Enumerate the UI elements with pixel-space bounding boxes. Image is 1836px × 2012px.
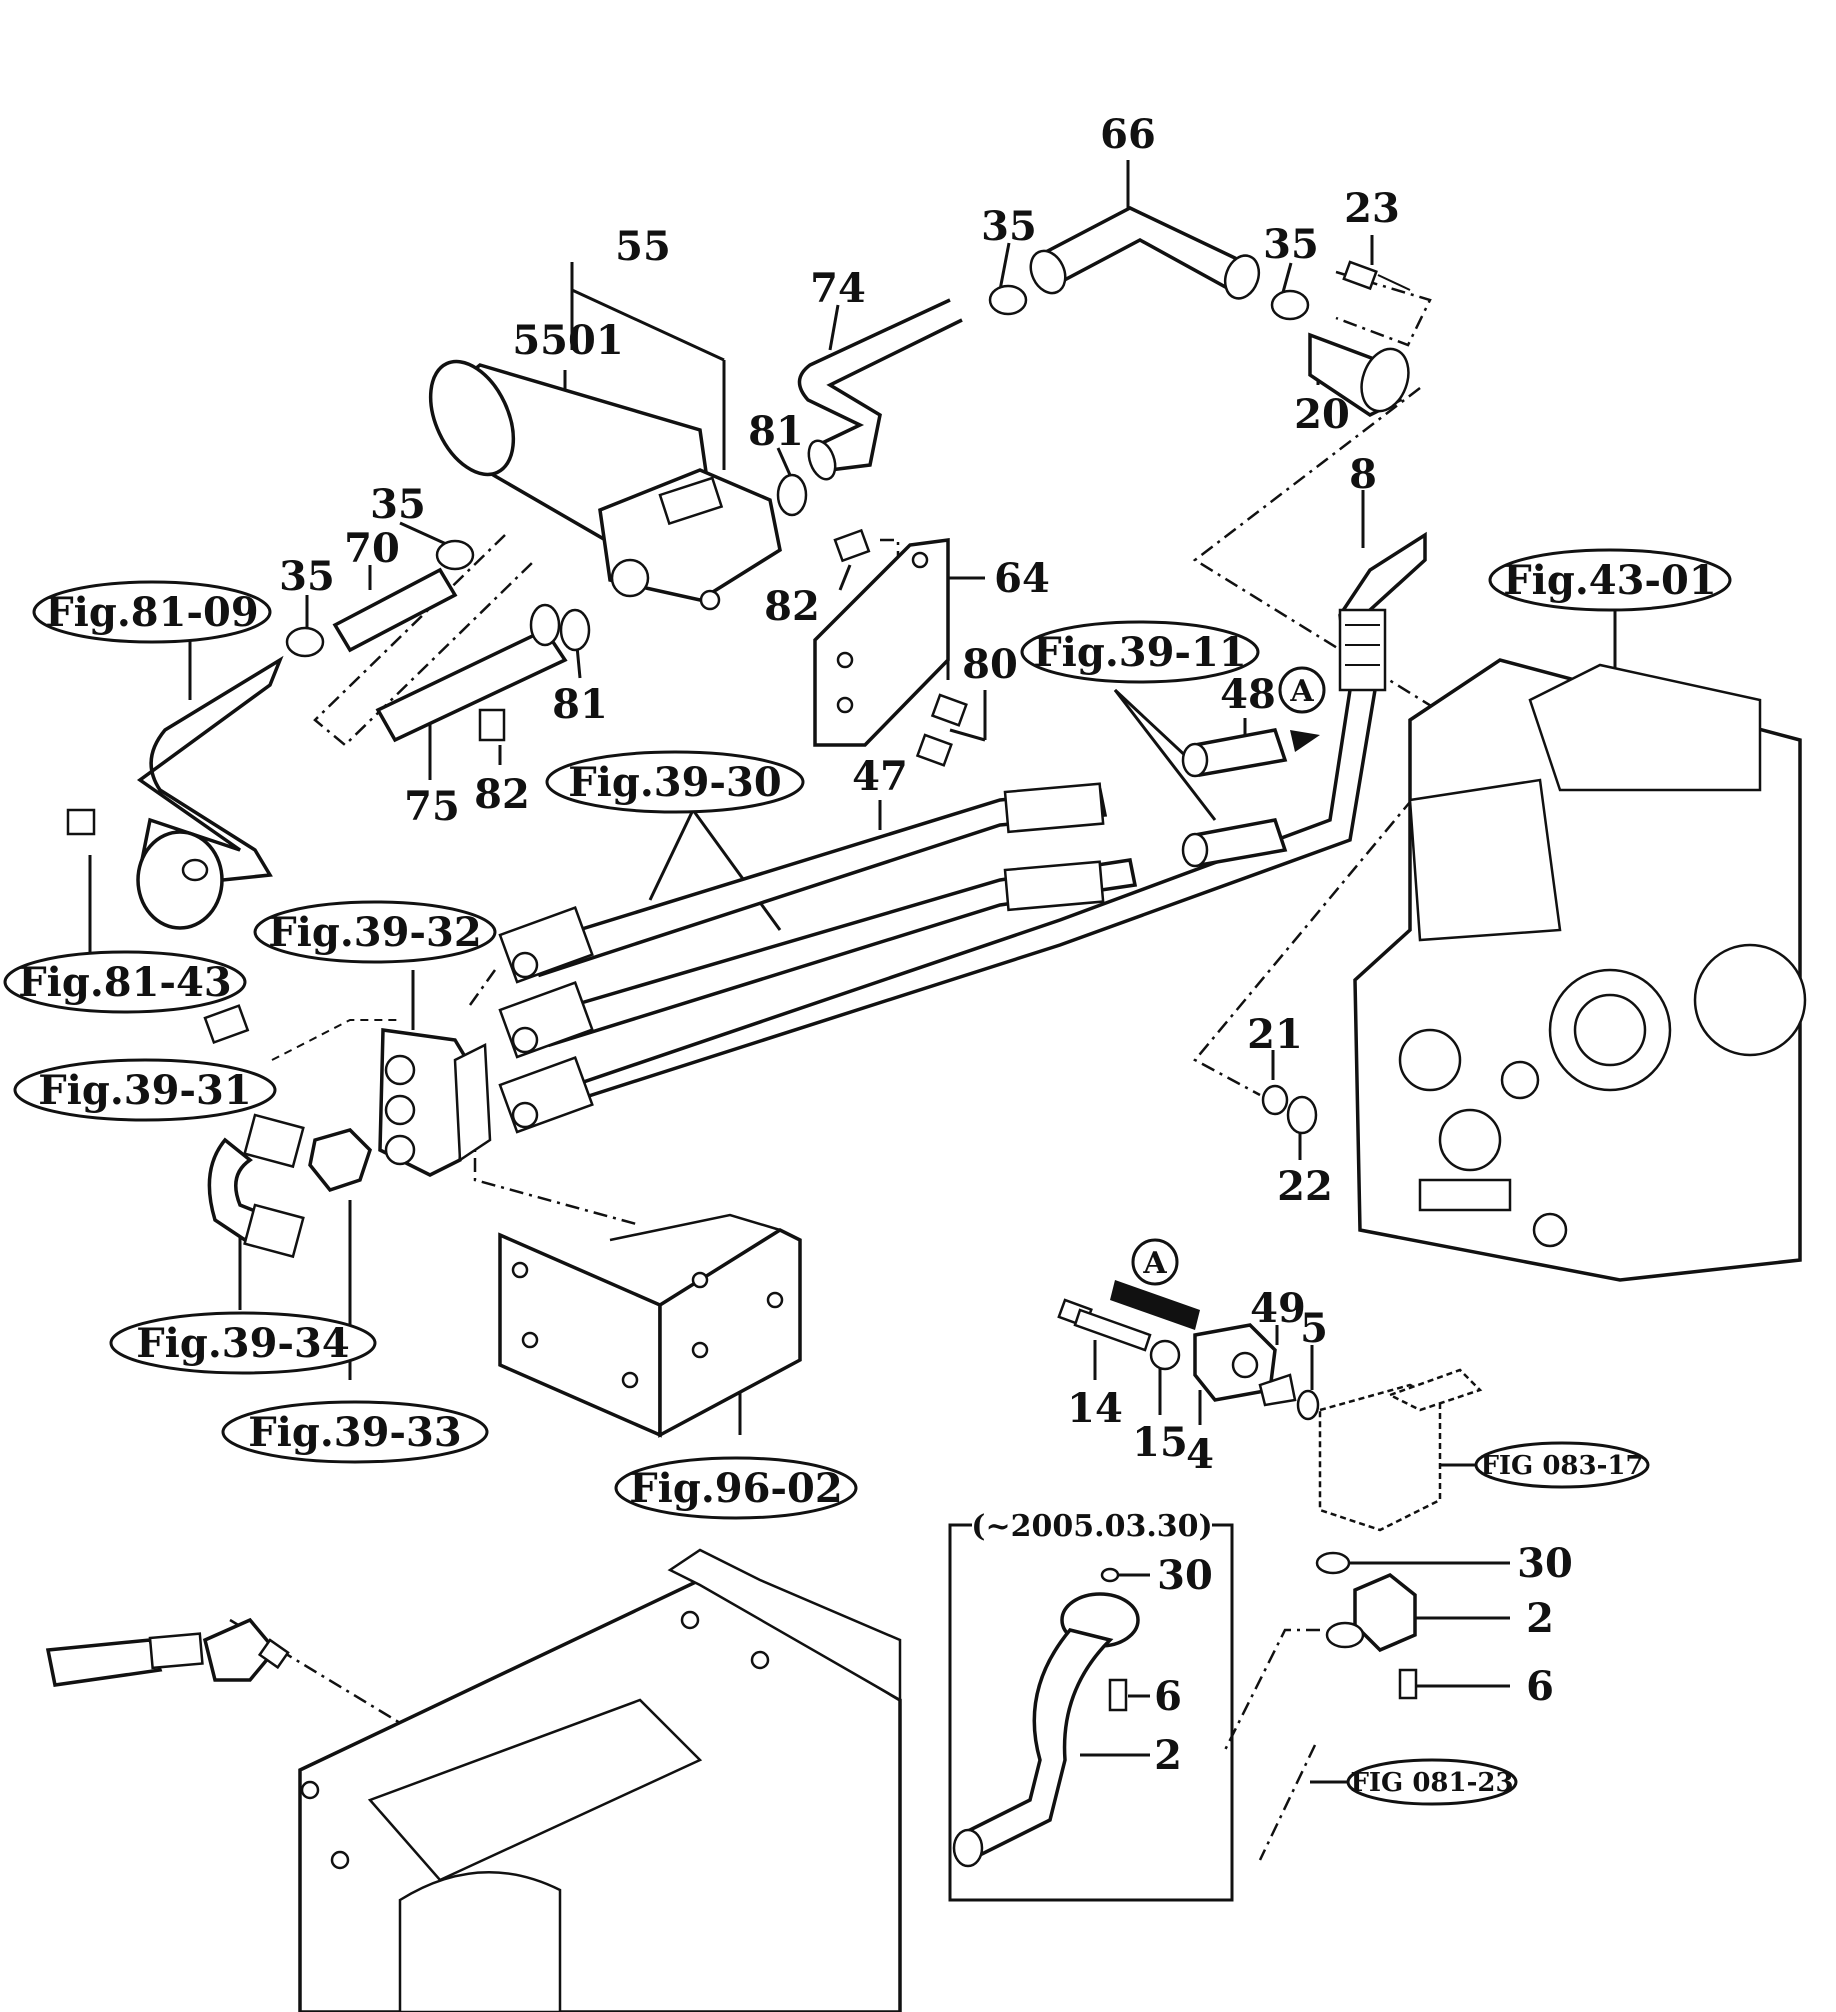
part-label-30-right: 30	[1517, 1540, 1573, 1587]
part-label-35-b: 35	[1263, 221, 1319, 268]
part-label-21: 21	[1247, 1011, 1303, 1058]
ref-fig-39-33[interactable]: Fig.39-33	[221, 1400, 489, 1464]
ref-fig-39-34-label: Fig.39-34	[136, 1320, 349, 1367]
part-label-6-right: 6	[1526, 1663, 1554, 1710]
part-label-75: 75	[404, 783, 460, 830]
part-label-4: 4	[1186, 1431, 1214, 1478]
transmission-housing-fig-43-01	[1353, 658, 1807, 1282]
part-label-47: 47	[852, 753, 908, 800]
hoses-70-75	[285, 539, 591, 743]
callout-a-lower: A	[1131, 1238, 1179, 1286]
part-label-48: 48	[1220, 671, 1276, 718]
ref-fig-39-31-label: Fig.39-31	[38, 1067, 251, 1114]
drawbar-fitting-left	[45, 1617, 290, 1687]
block-4-assembly	[1057, 1280, 1320, 1421]
ref-fig-81-09-label: Fig.81-09	[45, 589, 258, 636]
callout-a-upper: A	[1278, 666, 1326, 714]
part-label-35-d: 35	[279, 553, 335, 600]
figure-references: Fig.81-09 Fig.43-01 Fig.39-11 Fig.39-30 …	[3, 548, 1732, 1806]
adapters-48	[1181, 727, 1320, 868]
bracket-64	[813, 528, 968, 767]
ref-fig-43-01[interactable]: Fig.43-01	[1488, 548, 1732, 612]
ref-fig-39-32-label: Fig.39-32	[268, 909, 481, 956]
part-label-49: 49	[1250, 1285, 1306, 1332]
pipe-fig-81-09	[66, 655, 284, 930]
part-label-2-right: 2	[1526, 1595, 1554, 1642]
part-label-80: 80	[962, 641, 1018, 688]
ref-fig-081-23[interactable]: FIG 081-23	[1346, 1758, 1518, 1806]
ref-fig-39-11-label: Fig.39-11	[1033, 629, 1246, 676]
part-label-22: 22	[1277, 1163, 1333, 1210]
ref-fig-39-30-label: Fig.39-30	[568, 759, 781, 806]
ref-fig-39-31[interactable]: Fig.39-31	[13, 1058, 277, 1122]
part-label-74: 74	[810, 265, 866, 312]
date-note: (~2005.03.30)	[971, 1509, 1212, 1544]
ref-fig-39-33-label: Fig.39-33	[248, 1409, 461, 1456]
ref-fig-96-02[interactable]: Fig.96-02	[614, 1456, 858, 1520]
fitting-20-23	[1308, 260, 1411, 418]
part-label-64: 64	[994, 555, 1050, 602]
part-labels: 66 55 35 35 23 74 5501 20 81 8 35 35 70 …	[279, 111, 1573, 1779]
ref-fig-081-23-label: FIG 081-23	[1350, 1768, 1513, 1798]
bracket-fig-96-02	[498, 1213, 802, 1438]
ref-fig-39-11[interactable]: Fig.39-11	[1020, 620, 1260, 684]
part-label-8: 8	[1349, 451, 1377, 498]
ref-fig-39-32[interactable]: Fig.39-32	[253, 900, 497, 964]
valve-fig-083-17	[1318, 1368, 1483, 1532]
part-label-66: 66	[1100, 111, 1156, 158]
callout-a-lower-label: A	[1142, 1246, 1167, 1281]
part-label-70: 70	[344, 525, 400, 572]
part-label-6-inset: 6	[1154, 1673, 1182, 1720]
rear-housing	[298, 1548, 902, 2012]
callout-a-upper-label: A	[1289, 674, 1314, 709]
ref-fig-39-34[interactable]: Fig.39-34	[109, 1311, 377, 1375]
manifold-fig-39-32	[203, 1004, 492, 1177]
part-label-82-a: 82	[764, 583, 820, 630]
part-label-81-a: 81	[748, 408, 804, 455]
part-label-30-inset: 30	[1157, 1552, 1213, 1599]
part-label-81-b: 81	[552, 681, 608, 728]
ref-fig-81-09[interactable]: Fig.81-09	[32, 580, 272, 644]
ref-fig-81-43[interactable]: Fig.81-43	[3, 950, 247, 1014]
ref-fig-81-43-label: Fig.81-43	[18, 959, 231, 1006]
o-rings-21-22	[1261, 1084, 1318, 1135]
hose-66	[988, 206, 1310, 321]
ref-fig-39-30[interactable]: Fig.39-30	[545, 750, 805, 814]
part-label-35-c: 35	[370, 481, 426, 528]
part-label-5: 5	[1300, 1305, 1328, 1352]
fitting-right-30-2-6	[1315, 1551, 1418, 1700]
part-label-14: 14	[1067, 1385, 1123, 1432]
part-label-5501: 5501	[512, 317, 623, 364]
part-label-2-inset: 2	[1154, 1732, 1182, 1779]
elbow-fig-39-34	[207, 1113, 373, 1259]
part-label-23: 23	[1344, 185, 1400, 232]
ref-fig-083-17[interactable]: FIG 083-17	[1474, 1441, 1650, 1489]
part-label-15: 15	[1132, 1419, 1188, 1466]
part-label-20: 20	[1294, 391, 1350, 438]
filter-assembly-55	[428, 359, 782, 611]
part-label-82-b: 82	[474, 771, 530, 818]
hoses-47	[498, 782, 1138, 1134]
ref-fig-96-02-label: Fig.96-02	[629, 1465, 842, 1512]
part-label-55: 55	[615, 223, 671, 270]
pipe-74	[776, 298, 963, 517]
ref-fig-43-01-label: Fig.43-01	[1503, 557, 1716, 604]
part-label-35-a: 35	[981, 203, 1037, 250]
ref-fig-083-17-label: FIG 083-17	[1480, 1451, 1643, 1481]
